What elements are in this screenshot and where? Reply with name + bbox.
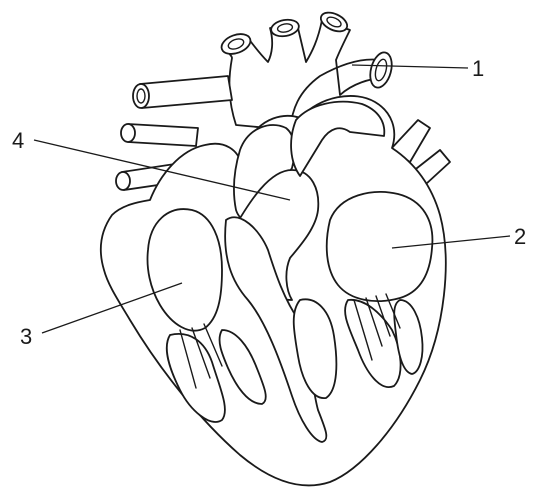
label-2: 2 [514, 224, 526, 249]
label-4: 4 [12, 128, 24, 153]
label-3: 3 [20, 324, 32, 349]
left-atrium [327, 192, 433, 301]
label-1: 1 [472, 56, 484, 81]
